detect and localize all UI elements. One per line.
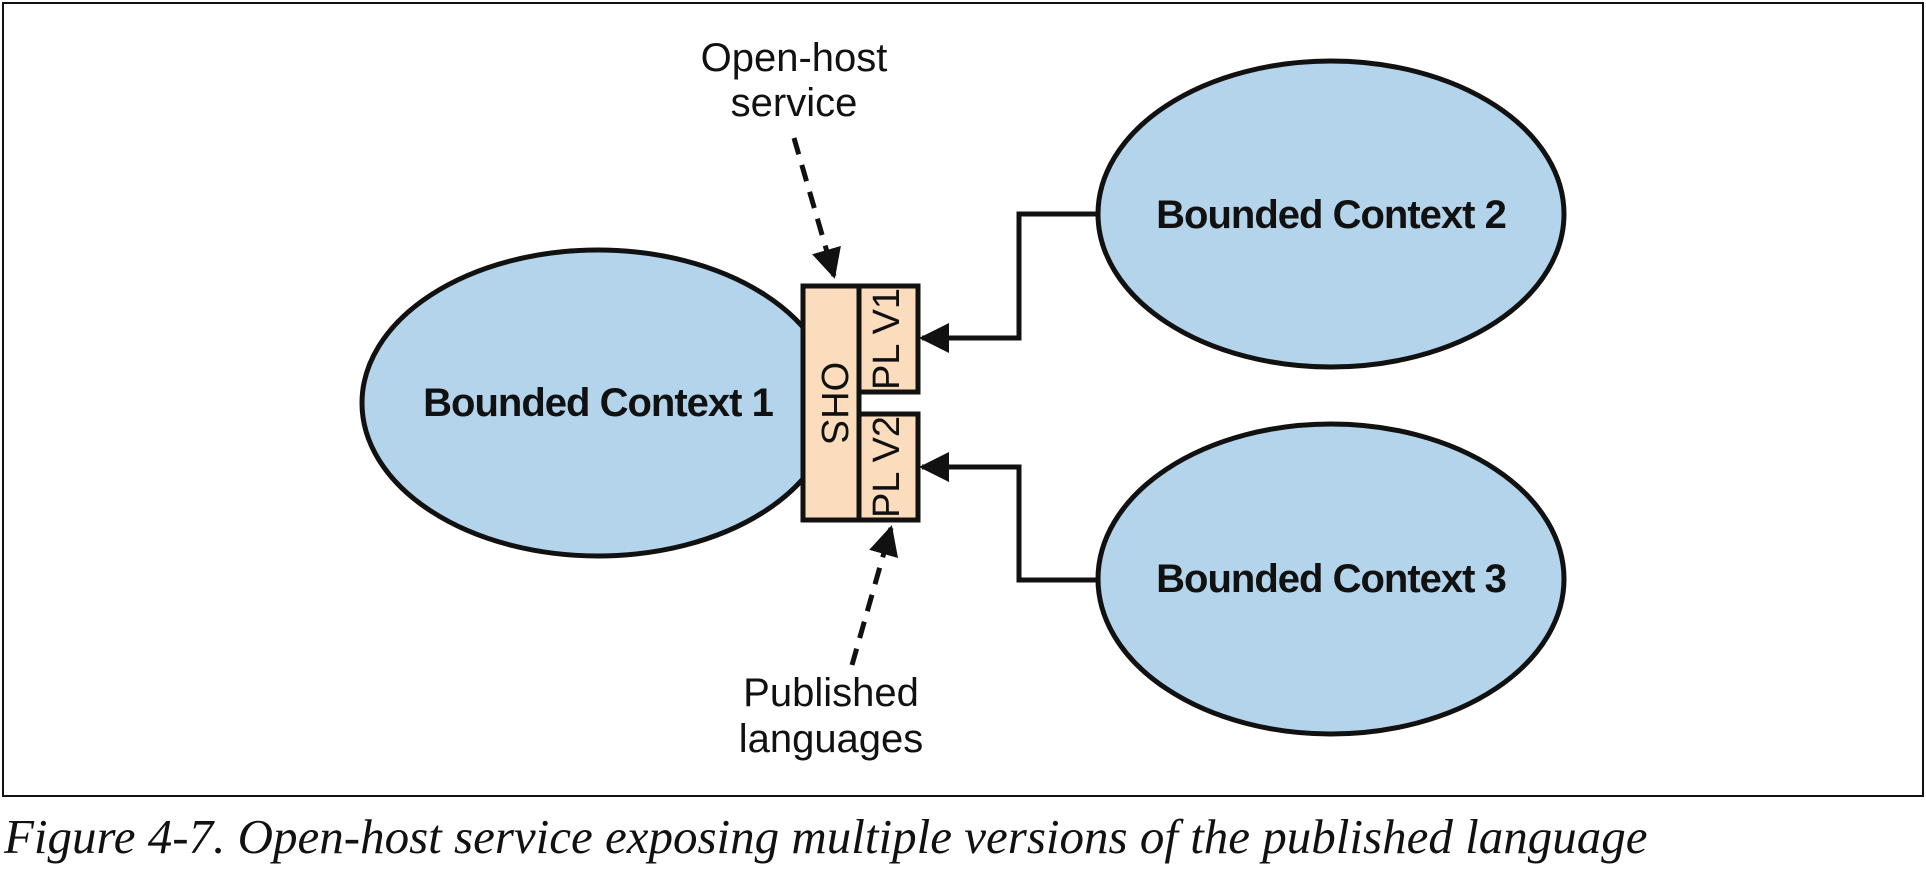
bounded-context-1-label: Bounded Context 1 <box>423 381 773 425</box>
open-host-callout-line-1: Open-host <box>701 36 888 80</box>
pl-v2-box-shape <box>856 411 921 523</box>
bounded-context-2: Bounded Context 2 <box>1095 58 1567 370</box>
published-languages-callout-line-2: languages <box>739 717 924 761</box>
open-host-service-callout: Open-host service <box>701 36 888 279</box>
ohs-box-shape <box>800 283 862 523</box>
published-language-v1-box: PL V1 <box>856 283 921 395</box>
open-host-service-box: OHS <box>800 283 862 523</box>
connector-bc2-to-pl-v1 <box>919 211 1098 353</box>
figure-frame <box>2 2 1924 797</box>
figure-caption: Figure 4-7. Open-host service exposing m… <box>4 809 1648 864</box>
open-host-callout-line-2: service <box>731 81 858 125</box>
published-languages-callout: Published languages <box>739 525 924 761</box>
pl-v1-box-label: PL V1 <box>866 288 908 390</box>
bounded-context-3-label: Bounded Context 3 <box>1156 557 1506 601</box>
bounded-context-1: Bounded Context 1 <box>359 247 837 559</box>
pl-v1-box-shape <box>856 283 921 395</box>
published-languages-callout-arrow <box>849 525 899 666</box>
bounded-context-3: Bounded Context 3 <box>1095 421 1567 737</box>
connector-bc3-to-pl-v2 <box>919 452 1098 583</box>
published-language-v2-box: PL V2 <box>856 411 921 523</box>
ohs-box-label: OHS <box>813 362 855 444</box>
published-languages-callout-line-1: Published <box>743 671 919 715</box>
pl-v2-box-label: PL V2 <box>866 416 908 518</box>
bounded-context-2-label: Bounded Context 2 <box>1156 193 1506 237</box>
open-host-callout-arrow <box>791 137 841 279</box>
